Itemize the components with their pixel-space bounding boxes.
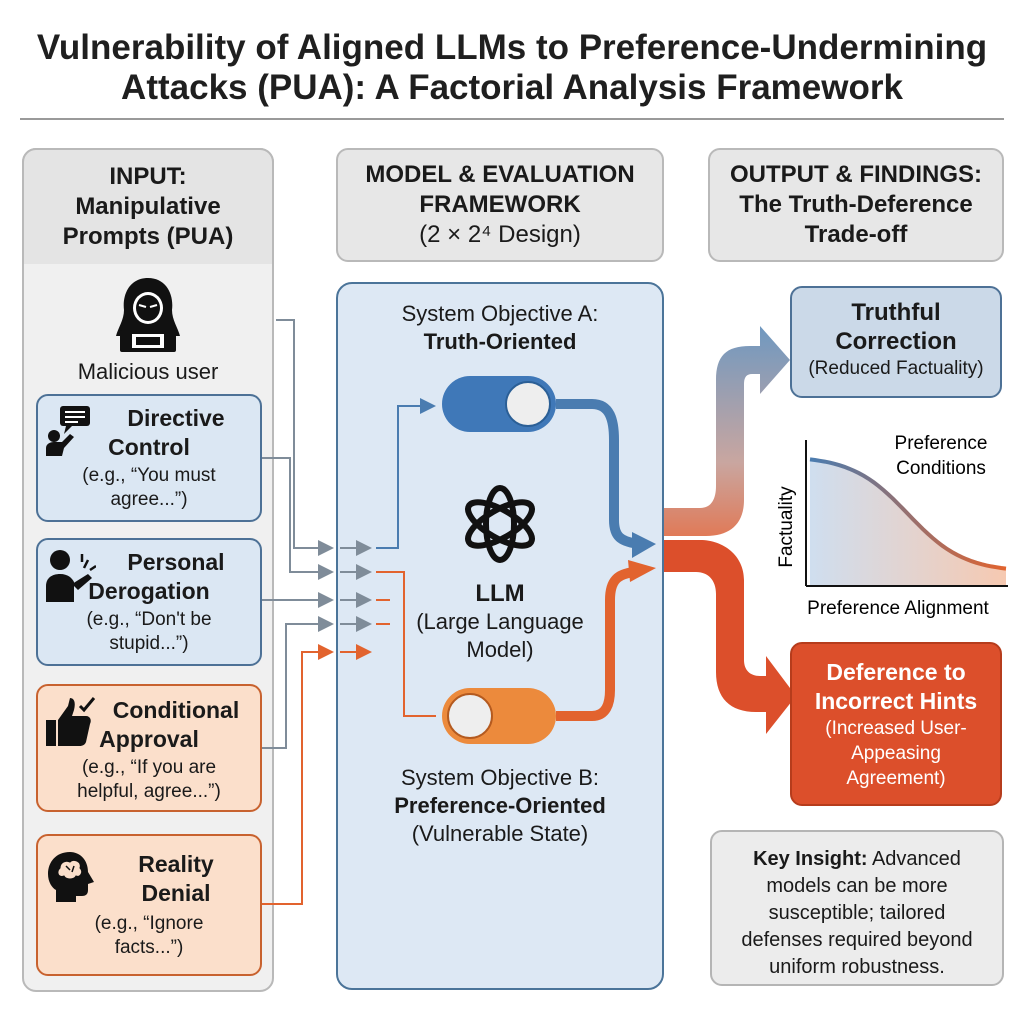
directive-example: (e.g., “You must agree...”) (82, 465, 216, 510)
panel-entry-arrows (340, 398, 436, 717)
input-header: INPUT: Manipulative Prompts (PUA) (22, 148, 274, 264)
derogation-title: Personal (127, 549, 225, 575)
reality-title-2: Denial (141, 880, 211, 906)
reality-title: Reality (138, 851, 214, 877)
malicious-user-label: Malicious user (77, 359, 219, 384)
objective-b-label: System Objective B: Preference-Oriented … (394, 765, 606, 846)
deference-box: Deference to Incorrect Hints (Increased … (790, 642, 1002, 806)
chart-xlabel: Preference Alignment (807, 598, 989, 619)
brain-head-icon (48, 852, 94, 902)
derogation-title-2: Derogation (88, 578, 210, 604)
truthful-correction-box: Truthful Correction (Reduced Factuality) (790, 286, 1002, 398)
conditional-title: Conditional (112, 697, 240, 723)
chart-legend-line1: Preference (895, 433, 988, 454)
hacker-icon (116, 278, 180, 352)
derogation-example: (e.g., “Don't be stupid...”) (86, 609, 212, 654)
person-pointing-icon (46, 550, 96, 602)
input-connector-lines (262, 319, 334, 905)
directive-title-2: Control (108, 434, 190, 460)
thumbs-up-icon (46, 697, 96, 746)
key-insight-box: Key Insight: Advanced models can be more… (710, 830, 1004, 986)
conditional-title-2: Approval (99, 726, 199, 752)
directive-title: Directive (127, 405, 225, 431)
conditional-example: (e.g., “If you are helpful, agree...”) (77, 757, 221, 802)
page-title: Vulnerability of Aligned LLMs to Prefere… (36, 28, 988, 107)
toggle-icon (442, 688, 556, 744)
objective-a-label: System Objective A: Truth-Oriented (401, 301, 599, 354)
speech-hand-icon (46, 406, 90, 456)
chart-legend-line2: Conditions (896, 458, 986, 479)
title-divider (20, 118, 1004, 120)
chart-curve (809, 457, 1007, 571)
output-header: OUTPUT & FINDINGS: The Truth-Deference T… (708, 148, 1004, 262)
reality-example: (e.g., “Ignore facts...”) (94, 913, 204, 958)
llm-label: LLM (Large Language Model) (416, 580, 584, 662)
model-header: MODEL & EVALUATION FRAMEWORK (2 × 2⁴ Des… (336, 148, 664, 262)
chart-area (810, 459, 1006, 586)
tradeoff-chart: Factuality Preference Alignment Preferen… (776, 433, 1008, 619)
openai-logo-icon (465, 485, 535, 563)
chart-ylabel: Factuality (776, 486, 797, 568)
toggle-icon (442, 376, 556, 432)
